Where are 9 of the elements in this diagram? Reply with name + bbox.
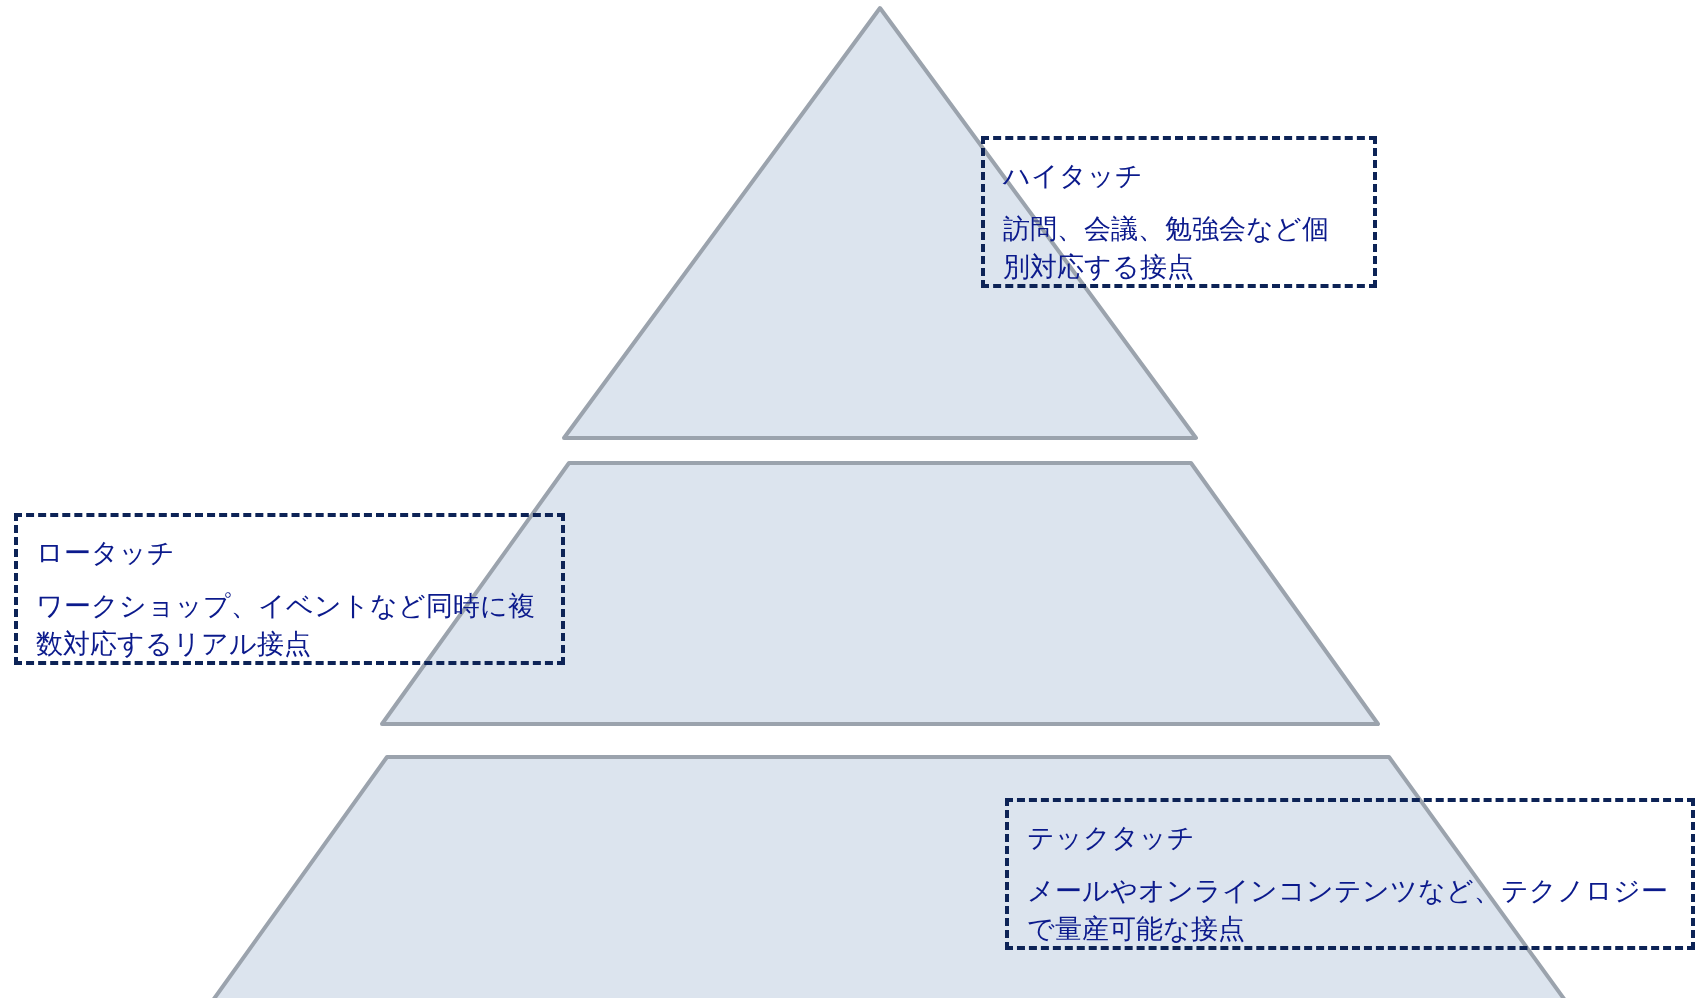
- callout-text: ワークショップ、イベントなど同時に複数対応するリアル接点: [36, 589, 536, 661]
- callout-text: メールやオンラインコンテンツなど、テクノロジーで量産可能な接点: [1027, 874, 1669, 946]
- callout-box: [981, 136, 1377, 288]
- callout-box: [14, 513, 565, 665]
- callout-heading: ロータッチ: [36, 536, 176, 570]
- callout-box: [1005, 798, 1695, 950]
- callout-text: 訪問、会議、勉強会など個別対応する接点: [1003, 212, 1330, 284]
- callout-heading: テックタッチ: [1027, 821, 1196, 855]
- callout-heading: ハイタッチ: [1003, 159, 1144, 193]
